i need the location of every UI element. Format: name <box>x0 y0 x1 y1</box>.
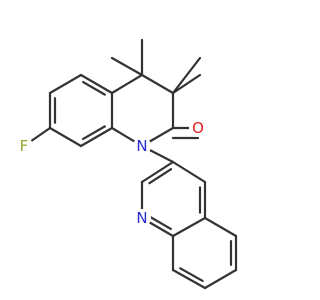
atom-label-background <box>189 119 207 137</box>
bond-b1-b2 <box>140 160 175 184</box>
bond-a4-a5 <box>79 126 114 148</box>
bonds-layer <box>22 38 238 290</box>
atom-symbol-nq: N <box>136 209 147 227</box>
bond-b6-b1 <box>171 160 207 184</box>
bond-C3-m4 <box>171 73 202 95</box>
bond-a3-a4 <box>48 126 83 148</box>
atom-label-f: F <box>15 137 33 155</box>
bond-a6-a1 <box>79 73 114 95</box>
atom-symbol-o: O <box>192 119 204 137</box>
atom-symbol-n1: N <box>136 137 147 155</box>
bond-C3-m3 <box>171 56 202 95</box>
bond-C4-m2 <box>110 56 144 77</box>
bond-b4-b5 <box>171 216 207 238</box>
bond-c1-c2-inner <box>179 267 204 283</box>
bond-C4-C3 <box>140 73 175 95</box>
bond-a6-a1-inner <box>82 80 106 96</box>
atom-label-background <box>133 209 151 227</box>
bond-c1-c2 <box>171 268 207 290</box>
atom-label-o: O <box>189 119 207 137</box>
atom-label-nq: N <box>133 209 151 227</box>
bond-c2-c3 <box>203 268 238 290</box>
atom-label-n1: N <box>133 137 151 155</box>
bond-a6-C4 <box>110 73 144 95</box>
atom-labels-layer: F N O N <box>15 119 207 227</box>
bond-Nq-b4-inner <box>148 215 172 231</box>
atom-label-background <box>15 137 33 155</box>
bond-b1-b2-inner <box>148 168 173 185</box>
atom-label-background <box>133 137 151 155</box>
bond-a1-a2 <box>48 73 83 95</box>
molecule-structure-diagram: F N O N <box>15 38 238 290</box>
bond-a4-a5-inner <box>82 125 106 141</box>
atom-symbol-f: F <box>20 137 29 155</box>
bond-c4-b5 <box>203 216 238 238</box>
